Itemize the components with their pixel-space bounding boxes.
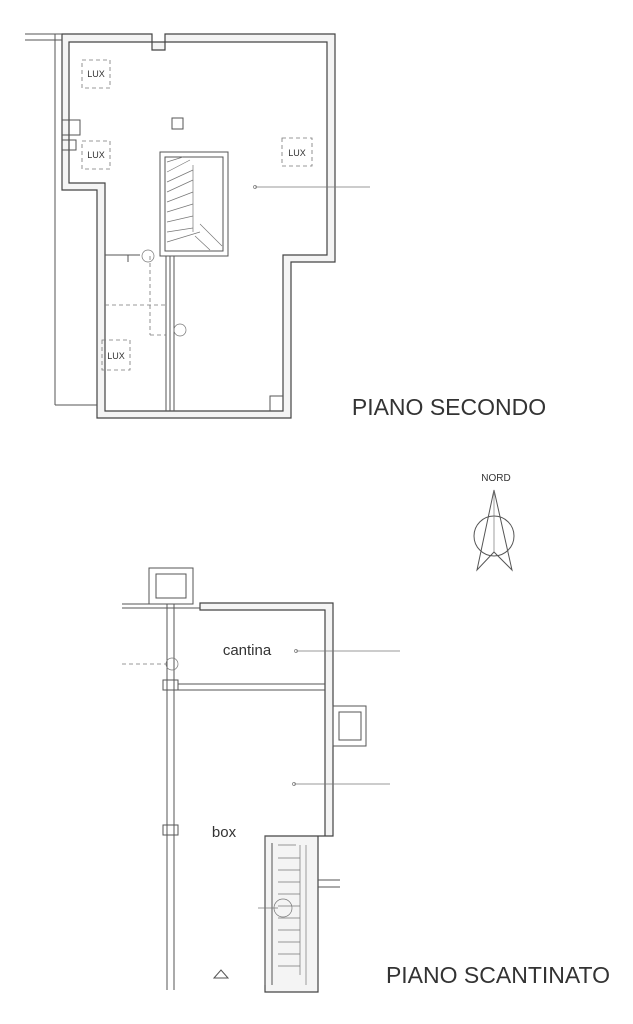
box-entrance-icon xyxy=(212,969,230,979)
room-label-box: box xyxy=(212,824,237,841)
upper-corridor-wall xyxy=(165,256,175,411)
upper-pillar xyxy=(171,117,184,130)
north-label: NORD xyxy=(481,473,510,484)
basement-left-wall xyxy=(166,604,175,990)
basement-staircase xyxy=(258,844,307,985)
lux-label: LUX xyxy=(87,69,105,79)
upper-floor-title: PIANO SECONDO xyxy=(352,394,546,420)
basement-shaft-top xyxy=(148,567,194,605)
room-label-cantina: cantina xyxy=(223,642,272,659)
lux-label: LUX xyxy=(87,150,105,160)
basement-floor-plan: cantina box xyxy=(122,567,400,993)
basement-floor-title: PIANO SCANTINATO xyxy=(386,962,610,988)
upper-staircase xyxy=(159,151,229,257)
lux-skylight-3: LUX xyxy=(281,137,313,167)
upper-outer-wall xyxy=(61,33,336,419)
lux-skylight-1: LUX xyxy=(81,59,111,89)
lux-label: LUX xyxy=(288,148,306,158)
compass-arrow-icon xyxy=(476,489,513,572)
upper-floor-plan: LUX LUX LUX LUX xyxy=(25,33,370,419)
lux-skylight-4: LUX xyxy=(101,339,131,371)
basement-shaft-right xyxy=(332,705,367,747)
upper-door-swing xyxy=(105,256,166,336)
upper-neighbour-wall xyxy=(25,33,97,406)
lux-skylight-2: LUX xyxy=(81,140,111,170)
cantina-divider-wall xyxy=(178,683,325,691)
north-arrow: NORD xyxy=(473,473,515,572)
lux-label: LUX xyxy=(107,351,125,361)
basement-outer-wall xyxy=(199,602,334,993)
